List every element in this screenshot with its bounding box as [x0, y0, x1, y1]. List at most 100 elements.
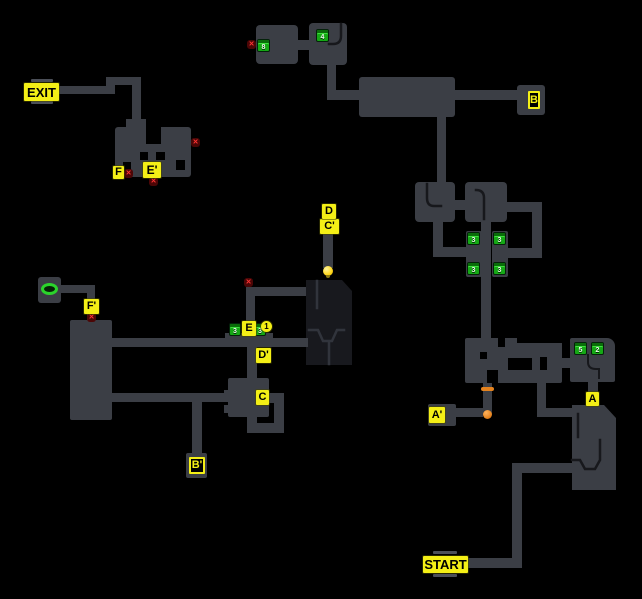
map-corridor	[481, 222, 491, 338]
label-f-prime: F'	[84, 299, 99, 314]
map-corridor	[507, 248, 542, 258]
orange-dot-icon	[483, 410, 492, 419]
label-e-prime: E'	[143, 162, 161, 178]
number-badge: 1	[261, 321, 272, 332]
map-corridor	[323, 233, 333, 268]
item-box-icon: 3	[467, 262, 480, 275]
map-corridor	[433, 247, 473, 257]
map-corridor	[112, 338, 308, 347]
map-room	[70, 320, 112, 420]
item-box-icon: 3	[493, 232, 506, 245]
map-corridor	[512, 463, 522, 568]
map-corridor	[246, 287, 306, 296]
red-x-marker-icon: ✕	[244, 278, 253, 287]
map-corridor	[225, 333, 273, 347]
map-corridor	[455, 200, 465, 210]
map-corridor	[297, 40, 310, 50]
item-count: 4	[320, 33, 325, 41]
label-d: D	[322, 204, 336, 219]
label-c: C	[256, 390, 269, 405]
map-corridor	[455, 90, 517, 100]
item-box-icon: 8	[257, 39, 270, 52]
map-room-dark	[306, 280, 352, 365]
map-room-cutout	[480, 352, 487, 359]
map-corridor	[562, 358, 570, 368]
item-count: 5	[578, 346, 583, 354]
item-count: 3	[471, 236, 476, 244]
red-x-marker-icon: ✕	[247, 40, 256, 49]
door-tab-icon	[433, 551, 457, 554]
label-a: A	[586, 392, 599, 406]
bulb-item-icon	[323, 266, 333, 276]
bulb-item-stem	[326, 275, 330, 278]
map-corridor	[246, 293, 255, 323]
map-corridor	[192, 398, 202, 455]
map-corridor	[247, 423, 284, 433]
map-corridor	[224, 390, 228, 399]
map-room-cutout	[140, 152, 148, 160]
label-exit: EXIT	[24, 83, 59, 101]
ring-item-icon	[41, 283, 58, 295]
map-room-cutout	[508, 358, 532, 370]
label-b: B	[528, 91, 540, 109]
red-x-marker-icon: ✕	[87, 313, 96, 322]
map-corridor	[327, 90, 359, 100]
map-corridor	[437, 117, 446, 183]
door-tab-icon	[31, 101, 53, 104]
label-e: E	[242, 321, 256, 336]
item-box-icon: 5	[574, 342, 587, 355]
map-room	[572, 405, 616, 490]
label-f: F	[113, 166, 124, 179]
label-c-prime: C'	[320, 219, 339, 234]
map-corridor	[106, 77, 115, 94]
item-box-icon: 3	[493, 262, 506, 275]
map-corridor	[532, 202, 542, 258]
item-count: 3	[258, 327, 262, 335]
map-corridor	[106, 77, 139, 85]
map-room-cutout	[540, 357, 547, 370]
map-corridor	[537, 408, 572, 417]
item-count: 8	[261, 43, 266, 51]
map-corridor	[224, 405, 228, 413]
door-tab-icon	[433, 574, 457, 577]
map-corridor	[112, 393, 228, 402]
map-corridor	[454, 408, 483, 417]
map-room-cutout	[517, 338, 562, 343]
map-room	[126, 119, 146, 128]
map-corridor	[132, 77, 141, 120]
item-count: 2	[595, 346, 600, 354]
map-corridor	[58, 86, 108, 94]
map-corridor	[588, 382, 598, 392]
label-a-prime: A'	[429, 407, 445, 423]
map-corridor	[433, 222, 443, 257]
map-corridor	[274, 393, 284, 433]
item-box-icon: 3	[229, 323, 241, 336]
map-corridor	[507, 202, 542, 212]
map-room-cutout	[146, 127, 161, 144]
item-count: 3	[233, 327, 237, 335]
map-room	[465, 182, 507, 222]
map-corridor	[468, 558, 513, 568]
map-corridor	[537, 383, 546, 415]
map-corridor	[327, 64, 336, 97]
red-x-marker-icon: ✕	[124, 169, 133, 178]
map-room	[359, 77, 455, 117]
label-d-prime: D'	[256, 348, 271, 363]
map-room-cutout	[498, 338, 505, 347]
red-x-marker-icon: ✕	[149, 177, 158, 186]
red-x-marker-icon: ✕	[191, 138, 200, 147]
map-corridor	[247, 347, 257, 378]
map-corridor	[513, 463, 573, 473]
map-room-cutout	[487, 370, 498, 383]
label-b-prime: B'	[189, 457, 205, 474]
item-count: 3	[497, 266, 502, 274]
item-count: 3	[471, 266, 476, 274]
label-start: START	[423, 556, 468, 573]
item-box-icon: 4	[316, 29, 329, 42]
item-box-icon: 2	[591, 342, 604, 355]
map-corridor	[61, 285, 89, 293]
map-room	[415, 182, 455, 222]
map-corridor	[247, 415, 257, 427]
map-room-cutout	[176, 160, 185, 170]
